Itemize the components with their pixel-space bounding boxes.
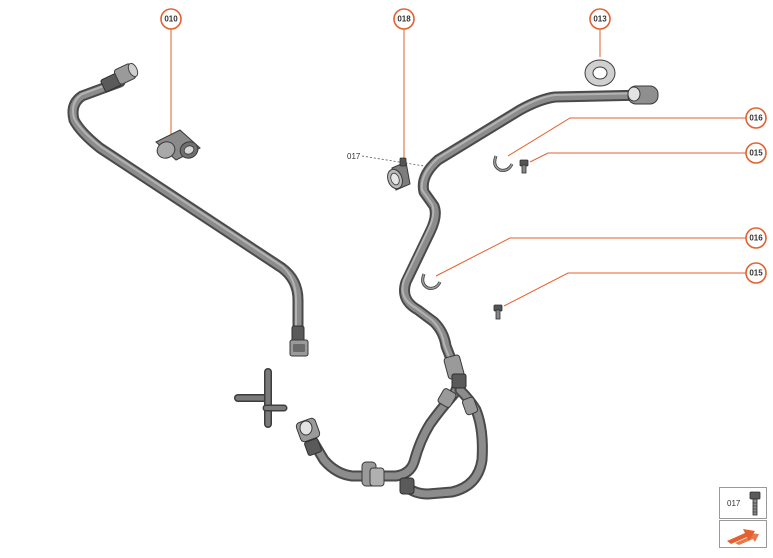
- callout-016-upper[interactable]: 016: [507, 107, 767, 157]
- svg-text:016: 016: [749, 234, 763, 243]
- t-connector-part[interactable]: [234, 368, 288, 428]
- callout-015-lower[interactable]: 015: [503, 262, 767, 307]
- callout-018[interactable]: 018: [393, 8, 415, 162]
- svg-text:015: 015: [749, 149, 763, 158]
- main-hose-lower-connector: [295, 417, 322, 456]
- legend-017: 017: [719, 487, 767, 519]
- callout-010[interactable]: 010: [160, 8, 182, 138]
- clip-part-lower[interactable]: [421, 273, 442, 290]
- bolt-part-lower[interactable]: [493, 304, 503, 320]
- callout-015-upper[interactable]: 015: [529, 142, 767, 164]
- clip-part-upper[interactable]: [493, 155, 514, 172]
- next-diagram-button[interactable]: [719, 520, 767, 548]
- double-arrow-icon: [727, 529, 759, 545]
- hose-clamp-part[interactable]: [385, 157, 411, 191]
- left-fuel-hose[interactable]: [67, 62, 309, 357]
- main-hose-end-cap: [627, 85, 659, 105]
- callout-013[interactable]: 013: [589, 8, 611, 57]
- bolt-icon: [749, 491, 761, 516]
- bolt-part-upper[interactable]: [519, 159, 529, 174]
- svg-text:017: 017: [347, 152, 361, 161]
- callout-016-lower[interactable]: 016: [435, 227, 767, 277]
- main-fuel-hose[interactable]: [295, 85, 659, 500]
- legend-label: 017: [727, 499, 741, 508]
- svg-text:010: 010: [164, 15, 178, 24]
- washer-part[interactable]: [584, 59, 616, 87]
- left-hose-top-connector: [100, 62, 139, 92]
- svg-text:016: 016: [749, 114, 763, 123]
- left-hose-bottom-connector: [289, 325, 309, 357]
- svg-text:015: 015: [749, 269, 763, 278]
- svg-text:018: 018: [397, 15, 411, 24]
- hose-sleeve-part[interactable]: [154, 129, 201, 161]
- svg-text:013: 013: [593, 15, 607, 24]
- label-017: 017: [347, 152, 425, 167]
- main-hose-connectors: [361, 354, 479, 495]
